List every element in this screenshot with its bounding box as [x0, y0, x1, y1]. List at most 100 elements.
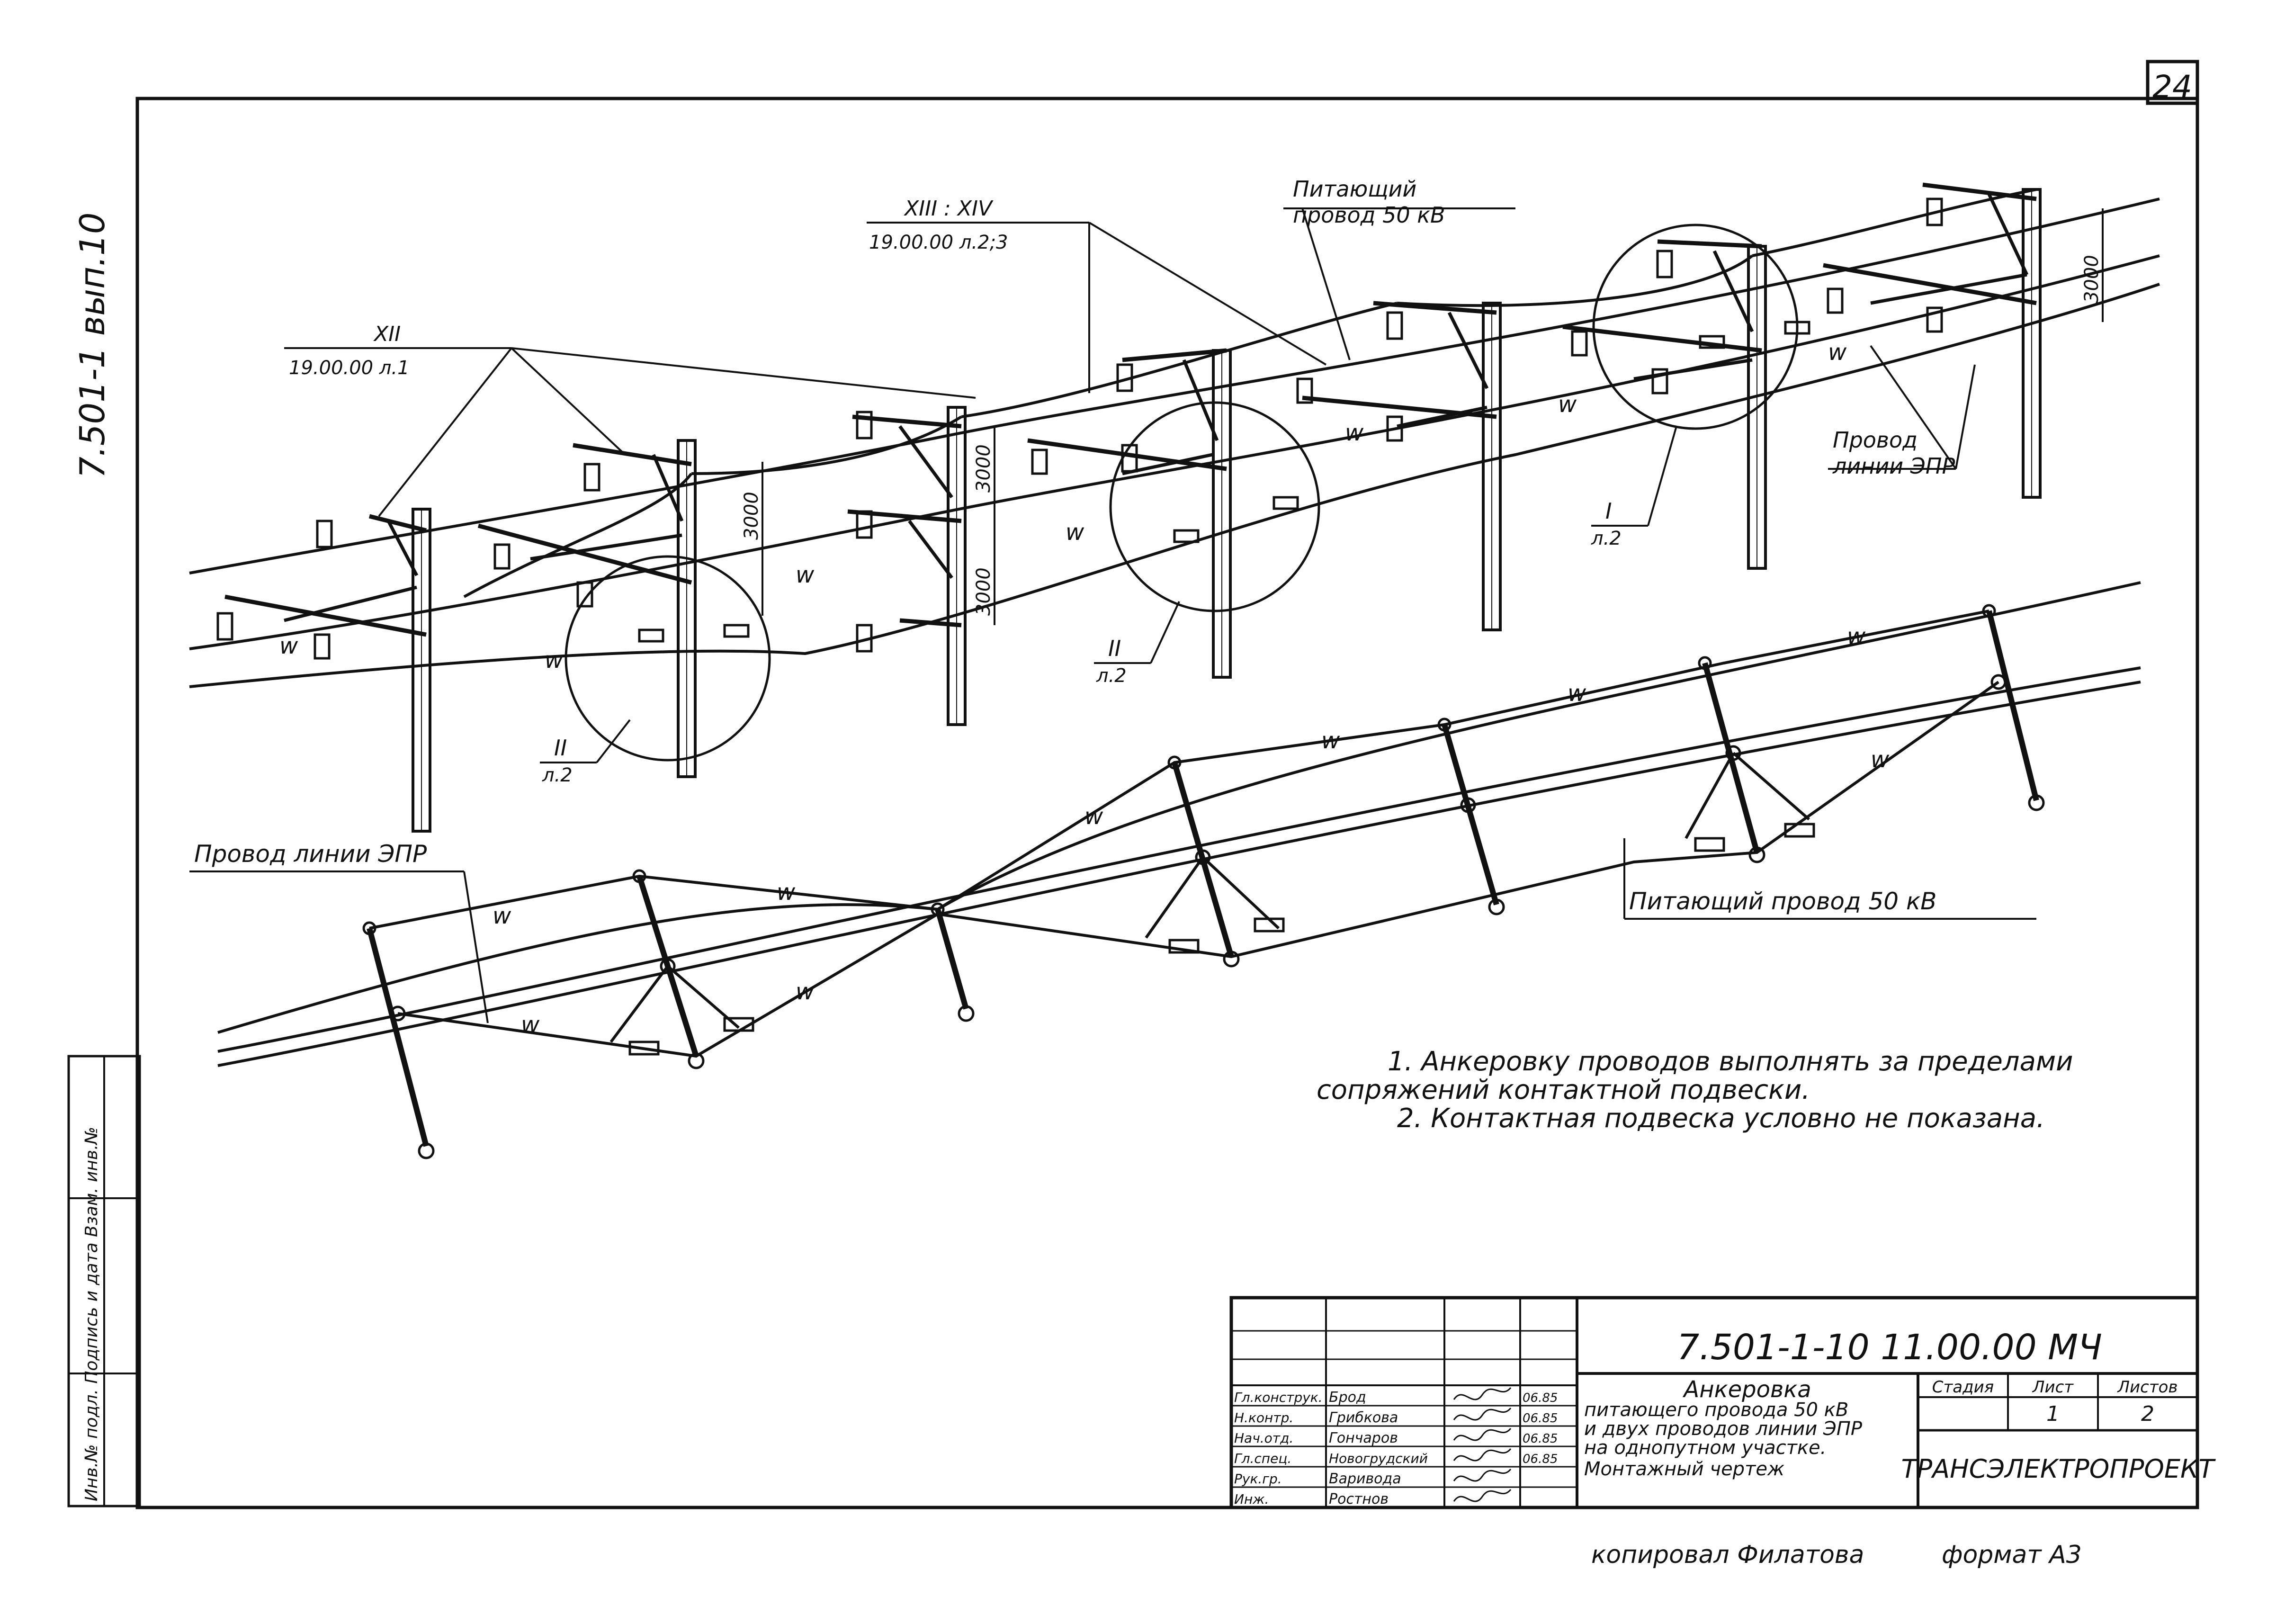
row-date: 06.85 — [1523, 1411, 1558, 1426]
insulator-icon — [1173, 529, 1200, 543]
epr-wire-lower — [189, 283, 2160, 688]
note-line-1: 1. Анкеровку проводов выполнять за преде… — [1388, 1046, 2073, 1077]
pole-6 — [1562, 239, 1767, 570]
wire-mark: w — [1828, 339, 1847, 366]
wire-mark: w — [796, 562, 815, 588]
callout-node-i: I — [1605, 498, 1612, 524]
side-stamp-text: Инв.№ подл. Подпись и дата Взам. инв.№ — [82, 1127, 101, 1501]
callout-epr-right-1: Провод — [1833, 427, 1918, 453]
plan-wire-lower — [397, 681, 1999, 1058]
wire-mark: w — [796, 978, 815, 1005]
title-line-1: Анкеровка — [1682, 1376, 1811, 1403]
footer-format: формат А3 — [1942, 1541, 2082, 1569]
dimension-lines: 3000 3000 3000 3000 — [741, 208, 2104, 625]
sheet-number: 24 — [2152, 69, 2192, 105]
signature-mark — [1453, 1448, 1512, 1462]
title-line-2: питающего провода 50 кВ — [1584, 1399, 1848, 1421]
side-stamp: Инв.№ подл. Подпись и дата Взам. инв.№ — [67, 1055, 141, 1507]
wire-mark: w — [1847, 623, 1866, 650]
signature-mark — [1453, 1468, 1512, 1482]
title-block: 7.501-1-10 11.00.00 МЧ Анкеровка питающе… — [1229, 1296, 2216, 1509]
wire-mark: w — [493, 903, 511, 929]
plan-wire-upper — [217, 581, 2141, 1034]
wire-mark: w — [545, 647, 564, 673]
dimension-label: 3000 — [973, 444, 995, 493]
title-line-5: Монтажный чертеж — [1584, 1458, 1784, 1480]
wire-mark: w — [777, 879, 796, 906]
sheets-header: Листов — [2116, 1378, 2178, 1397]
insulator-icon — [1784, 321, 1810, 335]
plan-pole-5 — [1437, 718, 1505, 915]
notes-block: 1. Анкеровку проводов выполнять за преде… — [1317, 1046, 2073, 1134]
row-date: 06.85 — [1523, 1391, 1558, 1405]
feeder-wire-upper — [189, 197, 2160, 574]
note-line-2: сопряжений контактной подвески. — [1317, 1075, 1810, 1105]
row-role: Н.контр. — [1234, 1410, 1293, 1426]
callout-node-ii-a: II — [554, 735, 567, 761]
drawing-code: 7.501-1-10 11.00.00 МЧ — [1677, 1327, 2102, 1368]
insulator-icon — [723, 624, 750, 638]
signature-mark — [1453, 1407, 1512, 1421]
row-date: 06.85 — [1523, 1432, 1558, 1446]
callout-epr-right-2: линии ЭПР — [1832, 453, 1955, 479]
wire-mark: w — [1084, 803, 1103, 830]
insulator-icon — [1272, 496, 1299, 510]
insulator-icon — [638, 628, 664, 643]
signature-mark — [1453, 1489, 1512, 1502]
callout-node-ii-a-ref: л.2 — [542, 764, 573, 786]
pole-4 — [1027, 348, 1232, 679]
pole-3 — [847, 406, 967, 726]
plan-wire-track-1 — [217, 666, 2141, 1053]
stage-header: Стадия — [1932, 1378, 1994, 1397]
span-wire-d — [1397, 254, 1753, 307]
plan-pole-2 — [609, 869, 754, 1069]
callout-epr-left: Провод линии ЭПР — [194, 840, 427, 868]
wire-mark: w — [1568, 680, 1586, 707]
organization: ТРАНСЭЛЕКТРОПРОЕКТ — [1901, 1454, 2216, 1484]
wire-mark: w — [521, 1012, 540, 1038]
callout-leader — [463, 871, 489, 1023]
sheet-header: Лист — [2032, 1378, 2074, 1397]
sheets-value: 2 — [2141, 1402, 2154, 1426]
pole-1 — [216, 508, 431, 833]
wire-mark: w — [1871, 746, 1890, 773]
title-line-3: и двух проводов линии ЭПР — [1584, 1418, 1863, 1440]
callout-feeder-top-2: провод 50 кВ — [1293, 202, 1445, 228]
callout-xiii-xiv-ref: 19.00.00 л.2;3 — [869, 232, 1008, 253]
span-wire-b — [691, 415, 962, 475]
epr-wire-upper — [189, 254, 2160, 650]
row-name: Гончаров — [1329, 1430, 1398, 1446]
sheet-value: 1 — [2046, 1402, 2060, 1426]
span-wire-a — [463, 473, 693, 598]
plan-pole-7 — [1982, 604, 2045, 811]
signature-mark — [1453, 1387, 1512, 1400]
row-name: Грибкова — [1329, 1409, 1398, 1426]
pole-2 — [477, 439, 697, 778]
callout-leaders — [284, 207, 1976, 763]
row-name: Брод — [1329, 1389, 1366, 1406]
plan-pole-1 — [362, 921, 435, 1159]
callout-feeder-right: Питающий провод 50 кВ — [1629, 888, 1937, 915]
callout-node-ii-b-ref: л.2 — [1096, 665, 1127, 687]
sheet-number-box: 24 — [2146, 60, 2199, 105]
wire-mark: w — [279, 633, 298, 659]
note-line-3: 2. Контактная подвеска условно не показа… — [1397, 1103, 2045, 1134]
row-role: Гл.конструк. — [1234, 1390, 1323, 1405]
detail-circle-i — [1592, 224, 1799, 430]
wire-mark: w — [1321, 727, 1340, 754]
wire-mark: w — [1558, 391, 1577, 418]
row-name: Варивода — [1329, 1471, 1401, 1487]
title-line-4: на однопутном участке. — [1584, 1437, 1826, 1459]
dimension-label: 3000 — [2081, 255, 2103, 303]
plan-pole-3 — [931, 902, 975, 1022]
row-role: Рук.гр. — [1234, 1471, 1282, 1487]
wire-mark: w — [1345, 420, 1364, 446]
signature-mark — [1453, 1427, 1512, 1441]
span-wire-e — [1752, 188, 2037, 257]
pole-7 — [1823, 182, 2042, 499]
footer-copied: копировал Филатова — [1591, 1541, 1864, 1569]
detail-circle-ii-a — [565, 555, 771, 762]
side-code: 7.501-1 вып.10 — [72, 212, 112, 478]
